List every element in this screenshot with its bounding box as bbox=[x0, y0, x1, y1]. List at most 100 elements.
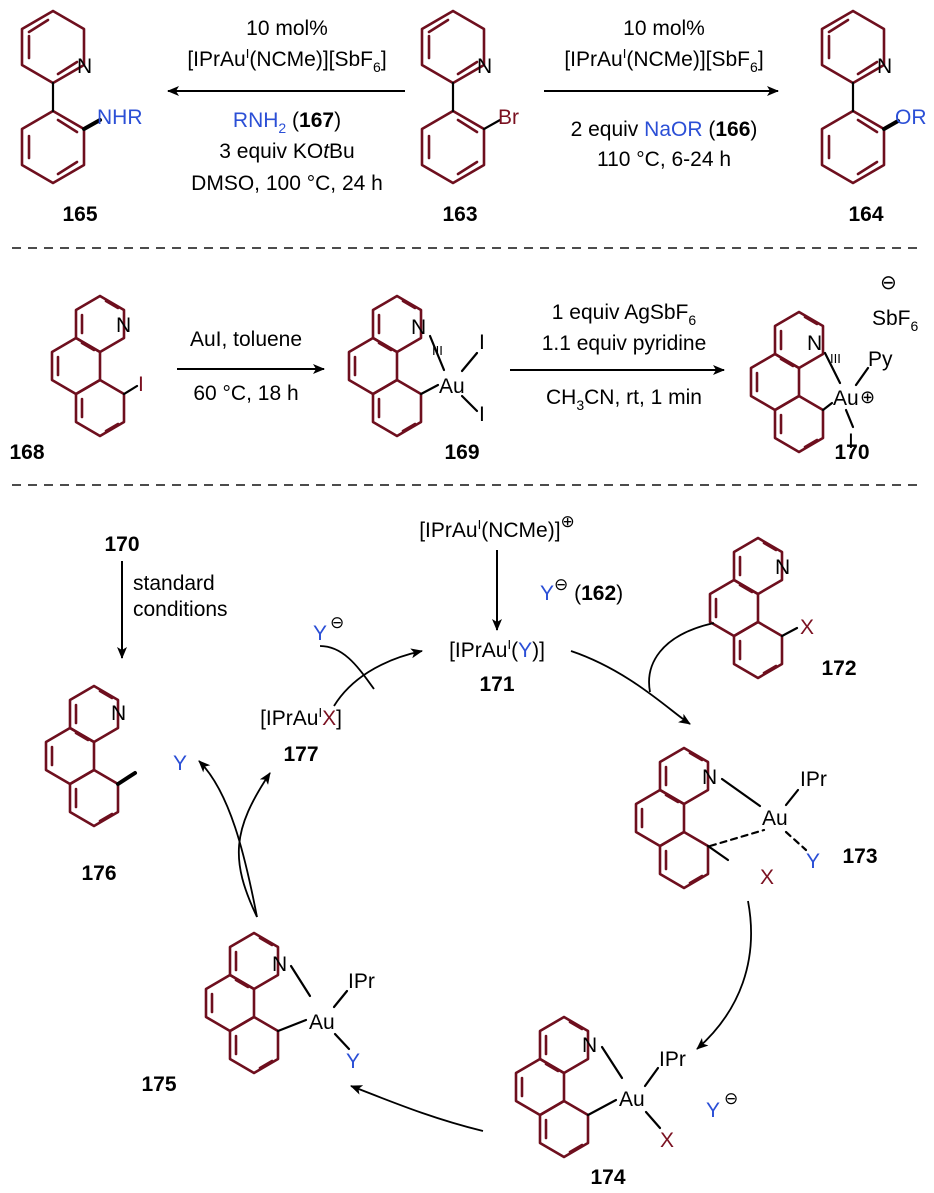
atom-n: N bbox=[411, 316, 426, 339]
cond-aui: AuI, toluene bbox=[190, 328, 302, 351]
atom-au: Au bbox=[619, 1088, 645, 1111]
cond-temp: 60 °C, 18 h bbox=[193, 382, 298, 405]
intermediate-171: [IPrAuI(Y)] 171 bbox=[449, 637, 545, 696]
cond-temperature: 110 °C, 6-24 h bbox=[597, 148, 731, 171]
label-174: 174 bbox=[590, 1166, 625, 1189]
atom-au: Au bbox=[439, 375, 465, 398]
conditions-pyridine: 1 equiv AgSbF6 1.1 equiv pyridine CH3CN,… bbox=[510, 301, 725, 413]
cond-loading: 10 mol% bbox=[623, 17, 705, 40]
label-173: 173 bbox=[842, 845, 877, 868]
label-nhr: NHR bbox=[97, 106, 143, 129]
arrow-175-to-177 bbox=[237, 772, 271, 918]
charge-minus: ⊖ bbox=[724, 1089, 738, 1108]
atom-au: Au bbox=[762, 807, 788, 830]
compound-170: N Au III ⊕ Py I ⊖ SbF6 170 bbox=[749, 272, 919, 464]
arrow-171-to-173 bbox=[570, 650, 691, 725]
cond-base: 3 equiv KOtBu bbox=[219, 140, 354, 163]
anion-y: Y bbox=[706, 1099, 720, 1122]
cond-alkoxide: 2 equiv NaOR (166) bbox=[571, 118, 758, 141]
anion-y: Y bbox=[313, 622, 327, 645]
atom-n: N bbox=[702, 766, 717, 789]
atom-y: Y bbox=[173, 752, 187, 775]
cond-conditions: conditions bbox=[133, 598, 228, 621]
label-169: 169 bbox=[444, 441, 479, 464]
arrow-175-to-176 bbox=[198, 760, 258, 918]
free-anion-y: Y ⊖ bbox=[313, 613, 344, 645]
label-172: 172 bbox=[821, 657, 856, 680]
intermediate-173: N Au IPr Y X 173 bbox=[634, 746, 878, 890]
label-165: 165 bbox=[62, 203, 97, 226]
cond-ag: 1 equiv AgSbF6 bbox=[552, 301, 697, 328]
atom-br: Br bbox=[498, 106, 519, 129]
anion-162: Y⊖ (162) bbox=[540, 575, 623, 605]
cond-solvent: DMSO, 100 °C, 24 h bbox=[191, 172, 383, 195]
charge-plus: ⊕ bbox=[860, 387, 875, 407]
arrow-y-join bbox=[319, 645, 375, 690]
atom-au: Au bbox=[309, 1011, 335, 1034]
int-177: [IPrAuIX] bbox=[260, 705, 342, 730]
atom-x: X bbox=[760, 866, 774, 889]
atom-n: N bbox=[116, 314, 131, 337]
arrow-173-to-174 bbox=[696, 900, 752, 1050]
compound-168: N I 168 bbox=[9, 294, 144, 464]
atom-i: I bbox=[138, 373, 144, 396]
label-or: OR bbox=[895, 106, 927, 129]
cond-pyridine: 1.1 equiv pyridine bbox=[542, 332, 707, 355]
cat-precursor: [IPrAuI(NCMe)]⊕ bbox=[419, 512, 575, 542]
cond-catalyst: [IPrAuI(NCMe)][SbF6] bbox=[187, 46, 386, 75]
atom-y: Y bbox=[806, 850, 820, 873]
atom-n: N bbox=[111, 702, 126, 725]
label-168: 168 bbox=[9, 441, 44, 464]
label-170: 170 bbox=[834, 441, 869, 464]
atom-i: I bbox=[479, 403, 485, 426]
arrow-172-join bbox=[648, 622, 715, 693]
atom-n: N bbox=[775, 556, 790, 579]
label-163: 163 bbox=[442, 203, 477, 226]
atom-y: Y bbox=[346, 1050, 360, 1073]
atom-n: N bbox=[807, 332, 822, 355]
intermediate-175: N Au IPr Y 175 bbox=[141, 931, 375, 1096]
atom-x: X bbox=[800, 616, 814, 639]
label-170: 170 bbox=[104, 533, 139, 556]
ligand-ipr: IPr bbox=[659, 1048, 686, 1071]
int-171: [IPrAuI(Y)] bbox=[449, 637, 545, 662]
arrow-174-to-175 bbox=[350, 1085, 484, 1132]
label-177: 177 bbox=[283, 743, 318, 766]
atom-n: N bbox=[272, 953, 287, 976]
cond-catalyst: [IPrAuI(NCMe)][SbF6] bbox=[564, 46, 763, 75]
ligand-py: Py bbox=[868, 348, 893, 371]
cond-standard: standard bbox=[133, 572, 215, 595]
ox-state: III bbox=[432, 343, 443, 358]
atom-x: X bbox=[660, 1129, 674, 1152]
compound-165: N NHR 165 bbox=[20, 9, 143, 226]
ox-state: III bbox=[830, 351, 841, 366]
charge-minus: ⊖ bbox=[880, 272, 897, 294]
cond-amine: RNH2 (167) bbox=[233, 109, 341, 136]
compound-163: N Br 163 bbox=[420, 9, 519, 226]
compound-172: N X 172 bbox=[708, 536, 857, 680]
arrow-177-to-171 bbox=[333, 648, 423, 707]
atom-i: I bbox=[848, 430, 854, 453]
compound-176: N Y 176 bbox=[44, 684, 187, 885]
charge-minus: ⊖ bbox=[330, 613, 344, 632]
label-176: 176 bbox=[81, 862, 116, 885]
atom-n: N bbox=[77, 55, 92, 78]
atom-n: N bbox=[582, 1034, 597, 1057]
conditions-etherification: 10 mol% [IPrAuI(NCMe)][SbF6] 2 equiv NaO… bbox=[544, 17, 779, 171]
standard-conditions-step: 170 standard conditions bbox=[104, 533, 228, 659]
ligand-ipr: IPr bbox=[800, 768, 827, 791]
ligand-ipr: IPr bbox=[348, 970, 375, 993]
cond-loading: 10 mol% bbox=[246, 17, 328, 40]
cond-solvent: CH3CN, rt, 1 min bbox=[546, 386, 702, 413]
label-171: 171 bbox=[479, 673, 514, 696]
conditions-amination: 10 mol% [IPrAuI(NCMe)][SbF6] RNH2 (167) … bbox=[167, 17, 405, 195]
compound-169: N Au III I I 169 bbox=[347, 294, 485, 464]
intermediate-174: N Au IPr X Y ⊖ 174 bbox=[514, 1015, 738, 1189]
atom-au: Au bbox=[833, 387, 859, 410]
label-175: 175 bbox=[141, 1073, 176, 1096]
conditions-oxidative-addition: AuI, toluene 60 °C, 18 h bbox=[177, 328, 325, 405]
catalyst-precursor: [IPrAuI(NCMe)]⊕ Y⊖ (162) bbox=[419, 512, 623, 631]
intermediate-177: [IPrAuIX] 177 bbox=[260, 705, 342, 766]
anion-sbf6: SbF6 bbox=[872, 307, 919, 334]
